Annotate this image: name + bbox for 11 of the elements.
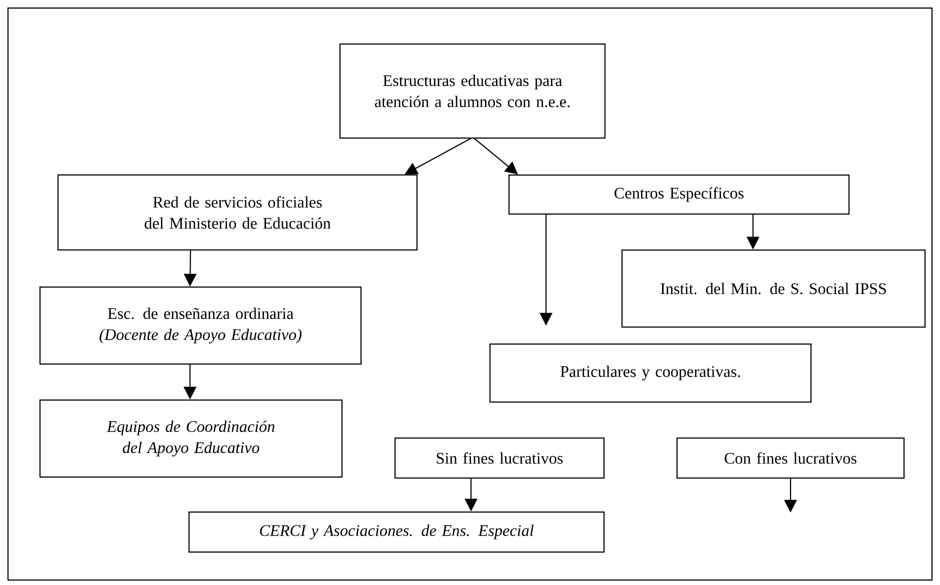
text-box: Centros Específicos xyxy=(508,174,850,215)
text-box: Esc. de enseñanza ordinaria (Docente de Apoyo Educativo) xyxy=(39,286,362,365)
text-box: Instit. del Min. de S. Social IPSS xyxy=(621,249,926,328)
arrow xyxy=(474,138,518,174)
text-box: Sin fines lucrativos xyxy=(394,437,605,479)
text-box: Red de servicios oficiales del Ministerio de Educación xyxy=(57,174,418,251)
text-box: Estructuras educativas para atención a alumnos con n.e.e. xyxy=(339,43,606,139)
text-box: Equipos de Coordinación del Apoyo Educativo xyxy=(39,399,343,478)
text-box: Con fines lucrativos xyxy=(676,437,905,479)
text-box: Particulares y cooperativas. xyxy=(489,343,812,403)
text-box: CERCI y Asociaciones. de Ens. Especial xyxy=(188,511,605,553)
